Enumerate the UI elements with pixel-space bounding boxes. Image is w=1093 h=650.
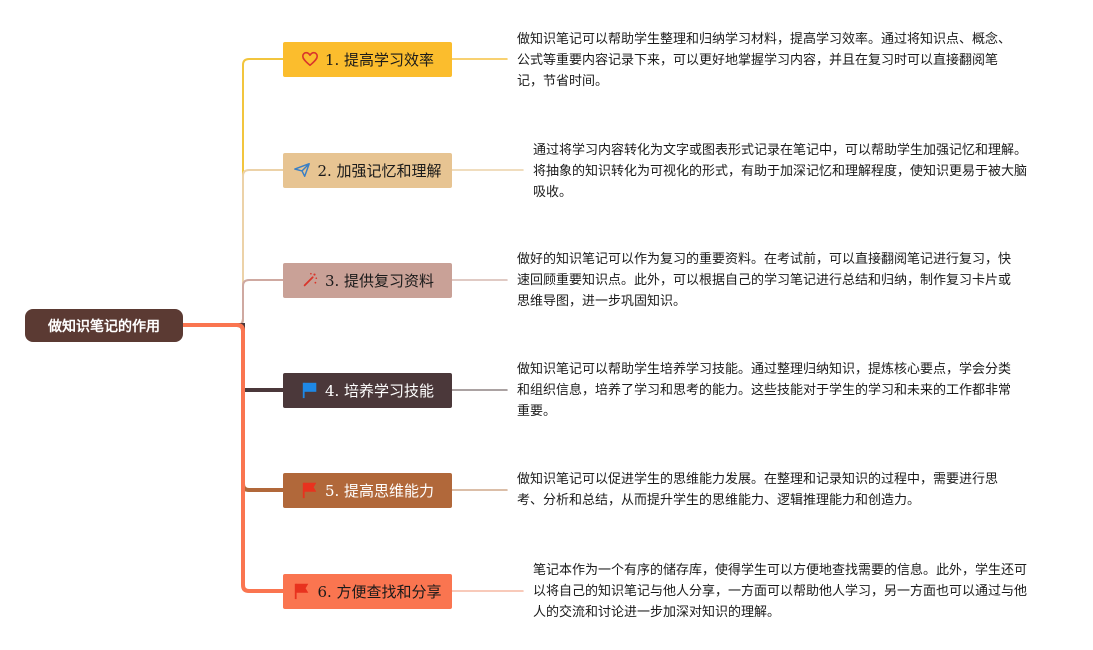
branch-node-1[interactable]: 1. 提高学习效率 (283, 41, 452, 77)
description-6: 笔记本作为一个有序的储存库，使得学生可以方便地查找需要的信息。此外，学生还可以将… (533, 563, 1028, 620)
branch-label-3: 3. 提供复习资料 (324, 271, 435, 290)
branch-connector-3 (182, 279, 284, 326)
red-flag-icon (293, 582, 311, 600)
branch-connector-6 (181, 323, 285, 593)
blue-flag-icon (301, 381, 319, 399)
branch-node-4[interactable]: 4. 培养学习技能 (283, 372, 452, 408)
branch-label-6: 6. 方便查找和分享 (317, 582, 442, 601)
magic-wand-icon (301, 271, 319, 289)
branch-connector-5 (181, 323, 285, 492)
paper-plane-icon (293, 161, 311, 179)
branch-label-4: 4. 培养学习技能 (324, 381, 435, 400)
red-flag-icon (301, 481, 319, 499)
description-4: 做知识笔记可以帮助学生培养学习技能。通过整理归纳知识，提炼核心要点，学会分类和组… (517, 362, 1012, 419)
root-node[interactable]: 做知识笔记的作用 (25, 309, 183, 342)
branch-connector-4 (181, 323, 285, 392)
root-label: 做知识笔记的作用 (48, 318, 160, 335)
branch-connector-2 (182, 169, 284, 326)
description-3: 做好的知识笔记可以作为复习的重要资料。在考试前，可以直接翻阅笔记进行复习，快速回… (517, 252, 1012, 309)
description-2: 通过将学习内容转化为文字或图表形式记录在笔记中，可以帮助学生加强记忆和理解。将抽… (533, 143, 1028, 200)
branch-label-5: 5. 提高思维能力 (324, 481, 435, 500)
heart-icon (301, 50, 319, 68)
branch-connector-1 (182, 58, 284, 326)
description-5: 做知识笔记可以促进学生的思维能力发展。在整理和记录知识的过程中，需要进行思考、分… (517, 472, 999, 508)
branch-node-5[interactable]: 5. 提高思维能力 (283, 472, 452, 508)
branch-node-2[interactable]: 2. 加强记忆和理解 (283, 152, 452, 188)
description-1: 做知识笔记可以帮助学生整理和归纳学习材料，提高学习效率。通过将知识点、概念、公式… (517, 32, 1012, 89)
branch-label-2: 2. 加强记忆和理解 (317, 161, 442, 180)
branch-label-1: 1. 提高学习效率 (324, 50, 435, 69)
branch-node-3[interactable]: 3. 提供复习资料 (283, 262, 452, 298)
branch-node-6[interactable]: 6. 方便查找和分享 (283, 573, 452, 609)
